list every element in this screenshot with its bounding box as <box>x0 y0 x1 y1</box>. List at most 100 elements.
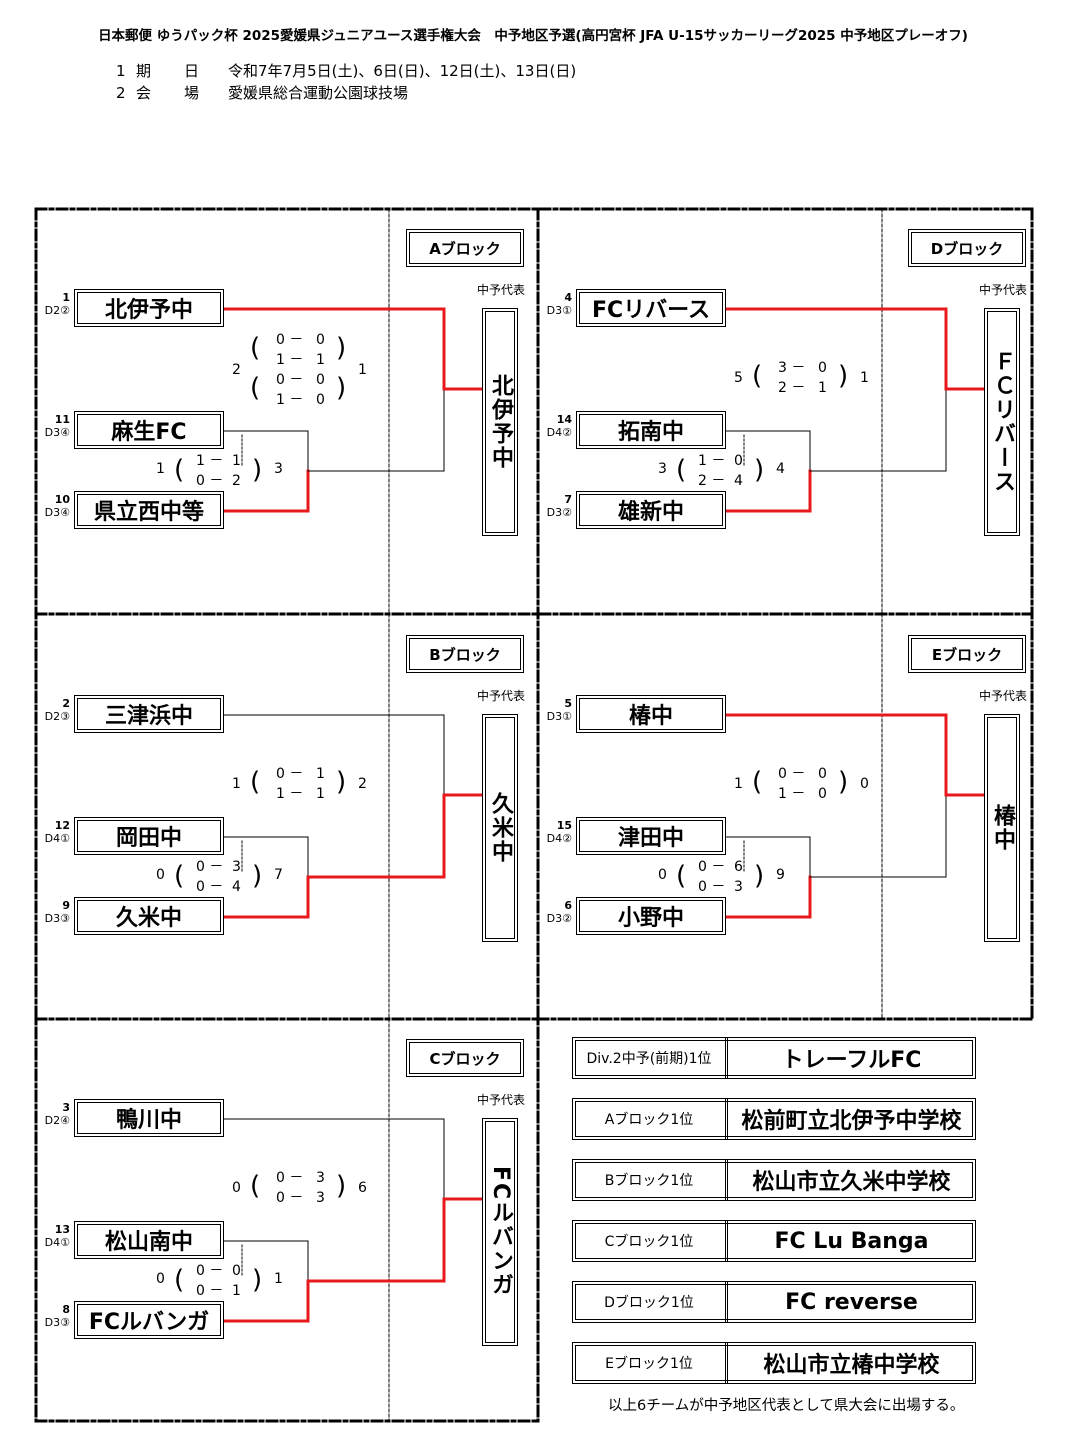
final-score-row-right: 1 <box>316 352 325 368</box>
final-score-row-right: 0 <box>316 332 325 348</box>
team-box: 麻生FC <box>74 411 224 449</box>
final-score-left: 2 <box>232 362 241 378</box>
semi-score-row1-left: 0 － <box>196 859 224 875</box>
final-score-row-left: 0 － <box>276 332 304 348</box>
division-rank: D3② <box>546 506 572 519</box>
paren-close: ) <box>838 767 849 797</box>
result-label: Dブロック1位 <box>573 1282 728 1322</box>
result-value: 松前町立北伊予中学校 <box>741 1109 962 1134</box>
final-score-left: 1 <box>734 776 743 792</box>
semi-score-row2-right: 1 <box>232 1283 241 1299</box>
block-e-rep-label: 中予代表 <box>978 689 1027 703</box>
final-score-row-right: 3 <box>316 1190 325 1206</box>
block-b-rep-label: 中予代表 <box>476 689 525 703</box>
final-score-row-right: 0 <box>316 372 325 388</box>
semi-score-row1-right: 1 <box>232 453 241 469</box>
semi-score-left: 0 <box>156 1271 165 1287</box>
division-rank: D3④ <box>44 506 70 519</box>
final-score-row-right: 1 <box>316 786 325 802</box>
paren-close: ) <box>336 333 347 363</box>
final-score-right: 6 <box>358 1180 367 1196</box>
final-score-row-right: 0 <box>818 766 827 782</box>
final-score-right: 1 <box>358 362 367 378</box>
team-box: 拓南中 <box>576 411 726 449</box>
semi-score-row2-right: 4 <box>734 473 743 489</box>
block-b-winner-box: 久米中 <box>482 714 518 942</box>
paren-open: ( <box>174 455 185 485</box>
final-score-row-left: 1 － <box>276 786 304 802</box>
team-box: 三津浜中 <box>74 695 224 733</box>
seed-number: 15 <box>556 819 572 832</box>
paren-close: ) <box>754 861 765 891</box>
result-row: Bブロック1位松山市立久米中学校 <box>572 1159 976 1201</box>
final-score-row-right: 0 <box>818 786 827 802</box>
paren-open: ( <box>174 861 185 891</box>
final-score-row-left: 3 － <box>778 360 806 376</box>
paren-open: ( <box>676 455 687 485</box>
final-score-row-right: 0 <box>818 360 827 376</box>
result-value: 松山市立久米中学校 <box>752 1170 951 1195</box>
footer-note: 以上6チームが中予地区代表として県大会に出場する。 <box>608 1398 965 1414</box>
semi-score-row1-right: 0 <box>734 453 743 469</box>
result-label: Div.2中予(前期)1位 <box>573 1038 728 1078</box>
division-rank: D3② <box>546 912 572 925</box>
block-a-winner-box: 北伊予中 <box>482 308 518 536</box>
paren-close: ) <box>336 373 347 403</box>
info-venue-value: 愛媛県総合運動公園球技場 <box>228 84 409 102</box>
info-date-label: 期 日 <box>136 62 209 80</box>
block-c-winner-box: FCルバンガ <box>482 1118 518 1346</box>
final-score-right: 2 <box>358 776 367 792</box>
team-box: 県立西中等 <box>74 491 224 529</box>
team-box: 雄新中 <box>576 491 726 529</box>
paren-close: ) <box>754 455 765 485</box>
team-box: 津田中 <box>576 817 726 855</box>
division-rank: D4① <box>44 832 70 845</box>
team-box: 北伊予中 <box>74 289 224 327</box>
result-row: Eブロック1位松山市立椿中学校 <box>572 1342 976 1384</box>
team-box: 椿中 <box>576 695 726 733</box>
division-rank: D2② <box>44 304 70 317</box>
semi-score-row2-left: 0 － <box>196 1283 224 1299</box>
division-rank: D3① <box>546 710 572 723</box>
paren-close: ) <box>838 361 849 391</box>
seed-number: 5 <box>564 697 572 710</box>
seed-number: 6 <box>564 899 572 912</box>
block-b-label: Bブロック <box>406 635 524 673</box>
paren-open: ( <box>250 767 261 797</box>
semi-score-left: 1 <box>156 461 165 477</box>
result-row: Aブロック1位松前町立北伊予中学校 <box>572 1098 976 1140</box>
semi-score-right: 7 <box>274 867 283 883</box>
seed-number: 11 <box>54 413 70 426</box>
semi-score-row1-left: 0 － <box>196 1263 224 1279</box>
semi-score-row1-right: 6 <box>734 859 743 875</box>
paren-close: ) <box>252 861 263 891</box>
division-rank: D4② <box>546 832 572 845</box>
semi-score-row1-left: 0 － <box>698 859 726 875</box>
final-score-row-left: 1 － <box>276 392 304 408</box>
final-score-row-right: 0 <box>316 392 325 408</box>
division-rank: D2③ <box>44 710 70 723</box>
division-rank: D3③ <box>44 1316 70 1329</box>
paren-open: ( <box>752 767 763 797</box>
semi-score-left: 0 <box>658 867 667 883</box>
semi-score-row2-right: 2 <box>232 473 241 489</box>
final-score-row-left: 0 － <box>276 1170 304 1186</box>
final-score-row-left: 1 － <box>778 786 806 802</box>
final-score-left: 0 <box>232 1180 241 1196</box>
winner-name: 椿中 <box>990 804 1015 852</box>
semi-score-row1-right: 0 <box>232 1263 241 1279</box>
paren-open: ( <box>250 333 261 363</box>
final-score-row-left: 0 － <box>276 372 304 388</box>
block-d-label: Dブロック <box>908 229 1026 267</box>
